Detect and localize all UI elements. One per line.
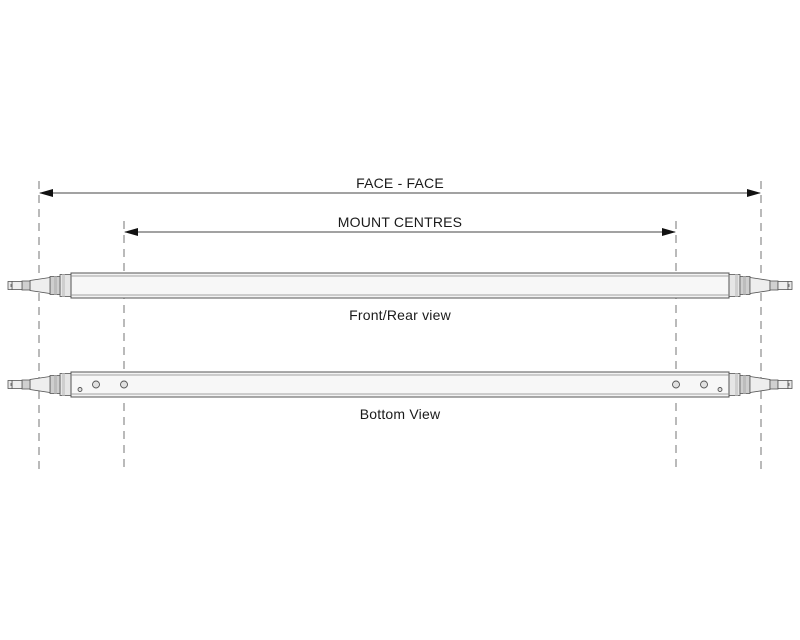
front-rear-view-axle (7, 272, 793, 299)
bottom-view-axle (7, 371, 793, 398)
bottom-view-label: Bottom View (359, 406, 441, 422)
mounting-holes (77, 380, 723, 392)
front-rear-view-label: Front/Rear view (349, 307, 451, 323)
mount-centres-label: MOUNT CENTRES (337, 214, 463, 230)
face-face-label: FACE - FACE (356, 175, 444, 191)
reference-lines (38, 181, 762, 470)
